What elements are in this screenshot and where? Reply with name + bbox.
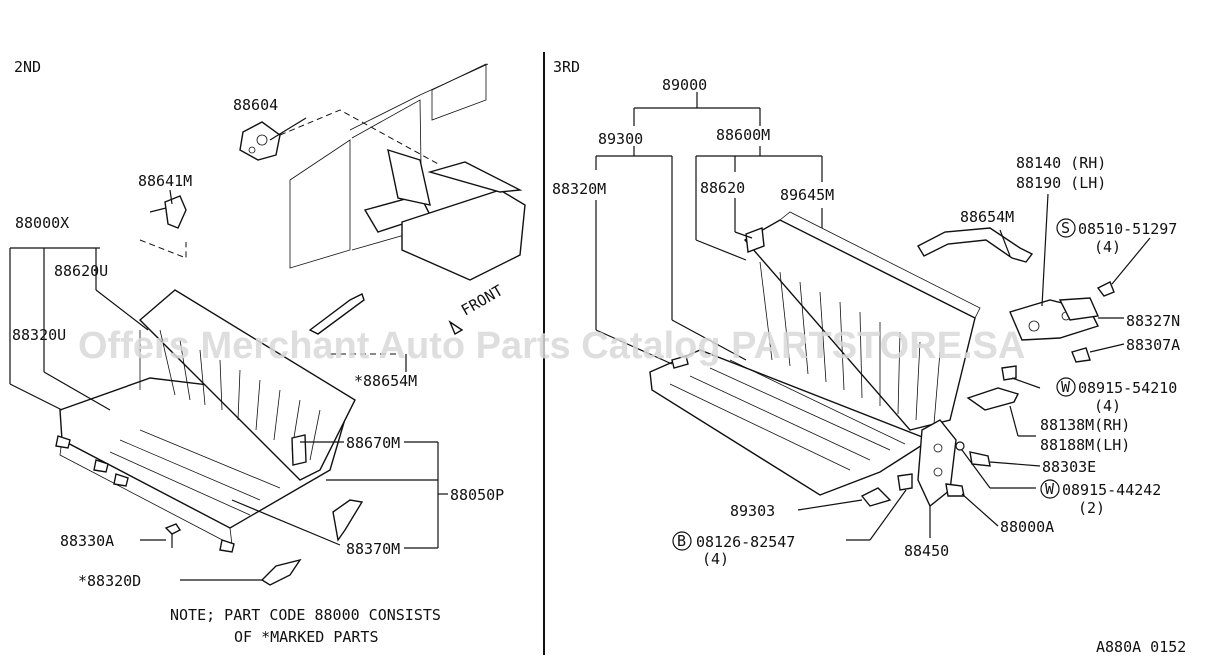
label-88604: 88604: [233, 96, 278, 114]
label-88620: 88620: [700, 179, 745, 197]
right-illustration: [649, 211, 1115, 508]
symbol-s: S: [1061, 219, 1070, 237]
label-88140: 88140 (RH): [1016, 154, 1106, 172]
symbol-b-circle: [672, 531, 692, 551]
label-88620U: 88620U: [54, 262, 108, 280]
label-88670M: 88670M: [346, 434, 400, 452]
symbol-s-circle: [1056, 218, 1076, 238]
note-line-1: NOTE; PART CODE 88000 CONSISTS: [170, 606, 441, 624]
label-front: FRONT: [458, 281, 506, 319]
section-label-2nd: 2ND: [14, 58, 41, 76]
watermark: Offers Merchant Auto Parts Catalog PARTS…: [78, 325, 1025, 367]
label-88641M: 88641M: [138, 172, 192, 190]
note-line-2: OF *MARKED PARTS: [234, 628, 379, 646]
label-88320U: 88320U: [12, 326, 66, 344]
label-89000: 89000: [662, 76, 707, 94]
label-08915-44242-qty: (2): [1078, 499, 1105, 517]
label-08915-54210: 08915-54210: [1078, 379, 1177, 397]
label-88000X: 88000X: [15, 214, 69, 232]
label-88188M: 88188M(LH): [1040, 436, 1130, 454]
label-88600M: 88600M: [716, 126, 770, 144]
label-88327N: 88327N: [1126, 312, 1180, 330]
leaders-right: [595, 92, 1151, 541]
label-08126-82547: 08126-82547: [696, 533, 795, 551]
label-88450: 88450: [904, 542, 949, 560]
label-88320M: 88320M: [552, 180, 606, 198]
label-08510-qty: (4): [1094, 238, 1121, 256]
leaders-left: [9, 117, 448, 581]
left-illustration: [55, 63, 526, 586]
label-88654M: 88654M: [960, 208, 1014, 226]
label-88190: 88190 (LH): [1016, 174, 1106, 192]
label-08126-qty: (4): [702, 550, 729, 568]
section-label-3rd: 3RD: [553, 58, 580, 76]
label-89645M: 89645M: [780, 186, 834, 204]
label-08915-44242: 08915-44242: [1062, 481, 1161, 499]
label-88050P: 88050P: [450, 486, 504, 504]
label-88330A: 88330A: [60, 532, 114, 550]
label-88307A: 88307A: [1126, 336, 1180, 354]
label-88303E: 88303E: [1042, 458, 1096, 476]
label-88138M: 88138M(RH): [1040, 416, 1130, 434]
symbol-w-circle-2: [1040, 479, 1060, 499]
symbol-w-2: W: [1045, 480, 1055, 498]
label-89300: 89300: [598, 130, 643, 148]
symbol-w-circle-1: [1056, 377, 1076, 397]
label-08915-54210-qty: (4): [1094, 397, 1121, 415]
label-88654M-star: *88654M: [354, 372, 417, 390]
label-89303: 89303: [730, 502, 775, 520]
label-88370M: 88370M: [346, 540, 400, 558]
label-08510-51297: 08510-51297: [1078, 220, 1177, 238]
symbol-b: B: [677, 532, 686, 550]
label-88320D-star: *88320D: [78, 572, 141, 590]
reference-code: A880A 0152: [1096, 638, 1186, 656]
symbol-w-1: W: [1061, 378, 1071, 396]
label-88000A: 88000A: [1000, 518, 1054, 536]
